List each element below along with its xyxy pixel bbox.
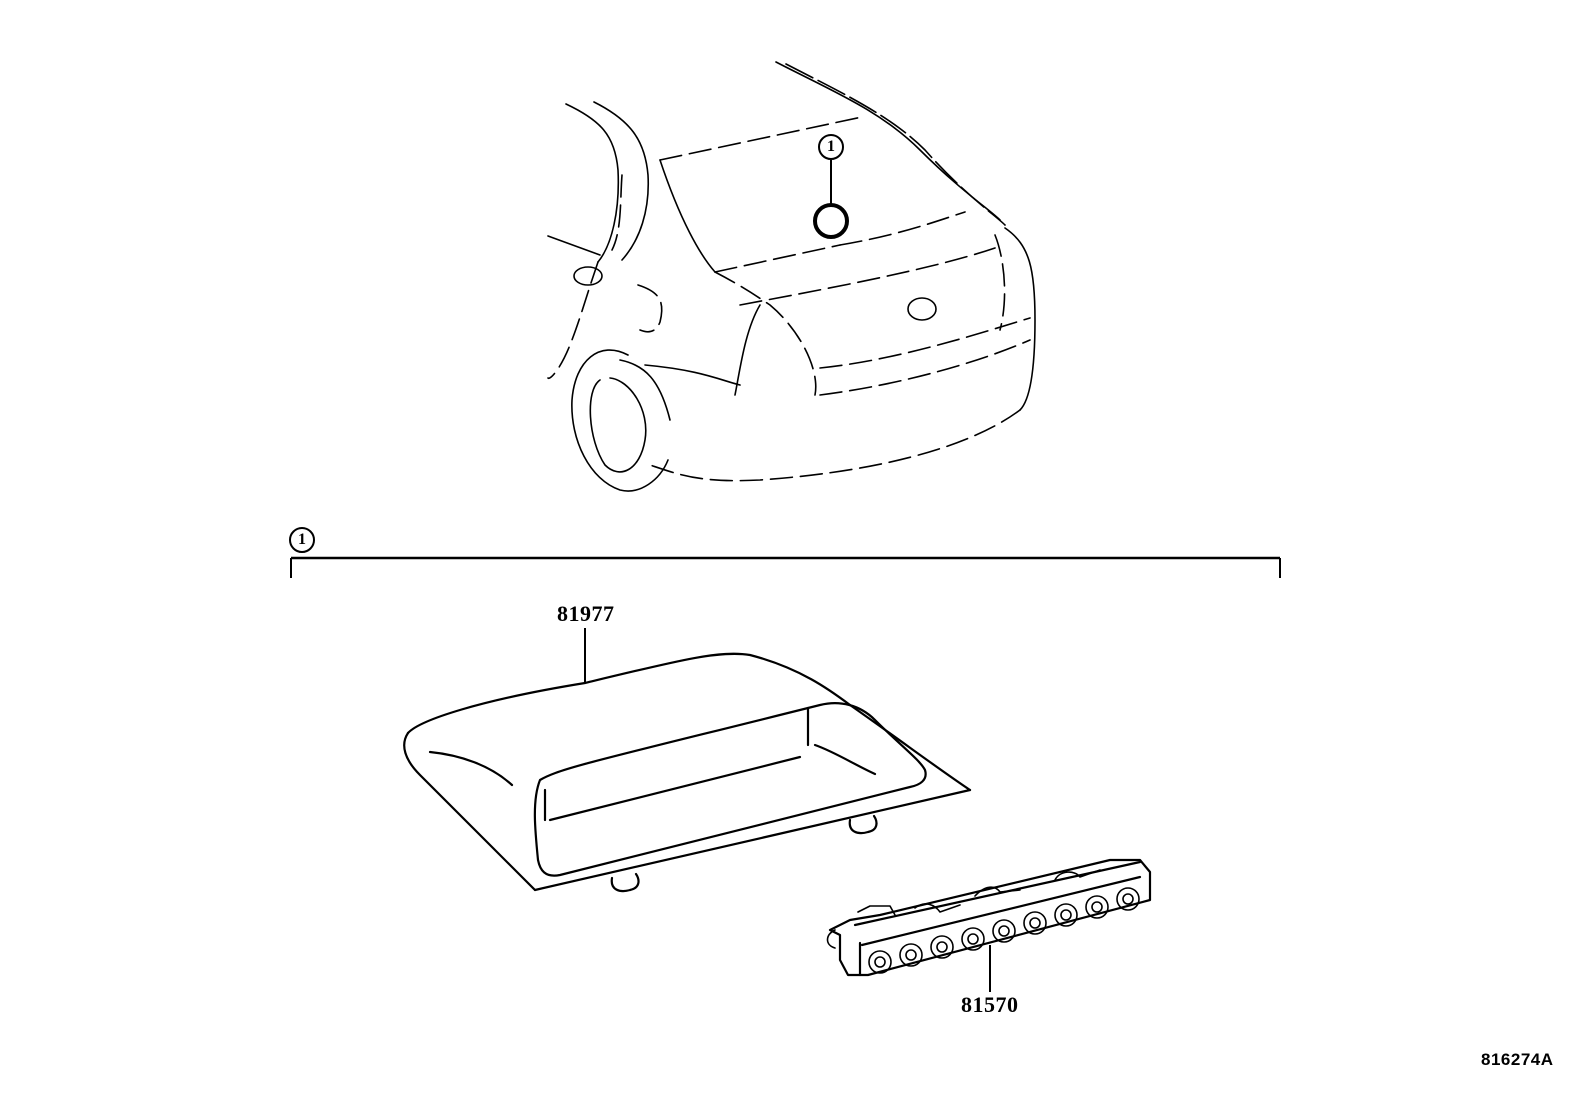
part-number-led-lamp[interactable]: 81570 <box>961 992 1019 1017</box>
led-elements <box>868 887 1140 974</box>
part-81570-led-lamp-drawing <box>826 858 1152 992</box>
callout-vehicle-location: 1 <box>818 134 844 160</box>
part-number-cover[interactable]: 81977 <box>557 601 615 626</box>
group-bracket <box>290 556 1281 578</box>
diagram-reference-code: 816274A <box>1481 1050 1554 1069</box>
car-illustration <box>547 61 1036 492</box>
part-81977-cover-drawing <box>403 628 972 893</box>
callout-group-bracket: 1 <box>289 527 315 553</box>
